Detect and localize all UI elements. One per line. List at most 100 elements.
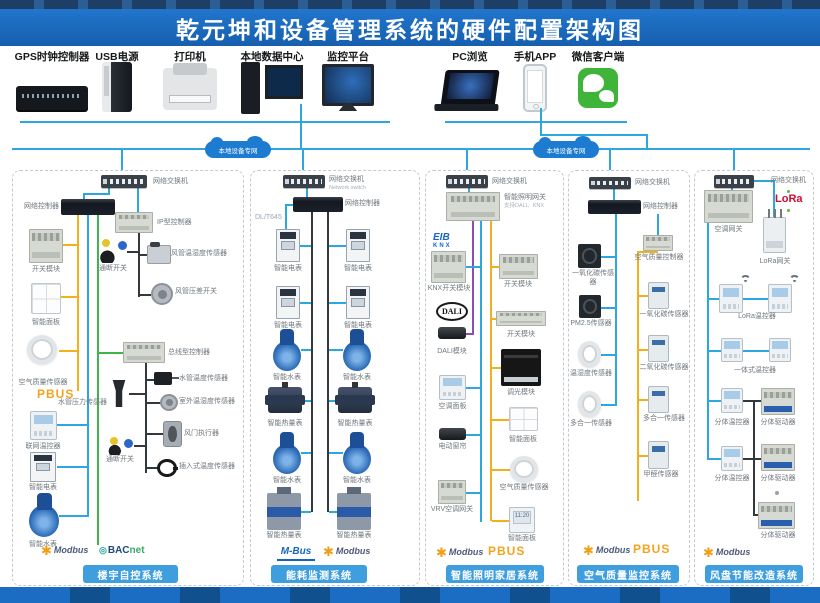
modbus-logo: ✱Modbus (323, 543, 371, 559)
system-button: 能耗监测系统 (271, 565, 367, 583)
connection-line (639, 399, 648, 401)
multi-in-one-sensor (578, 391, 601, 417)
dali-logo: DALI (436, 302, 468, 321)
connection-line (639, 251, 658, 253)
smart-heat-meter-label: 智能热量表 (267, 420, 303, 427)
network-switch (714, 175, 754, 188)
connection-line (140, 254, 149, 256)
duct-temp-humidity-sensor (147, 241, 171, 264)
connection-line (61, 296, 77, 298)
connection-line (301, 452, 311, 454)
all-in-one-thermostat (769, 338, 791, 362)
all-in-one-thermostat (721, 338, 743, 362)
lora-thermostat (768, 284, 792, 313)
connection-line (127, 251, 138, 253)
pbus-label: PBUS (488, 544, 526, 558)
dimming-module-label: 调光模块 (507, 389, 535, 396)
motorized-curtain (439, 428, 466, 440)
formaldehyde-sensor (648, 441, 669, 469)
pipe-pressure-sensor (112, 380, 126, 407)
air-quality-sensor-label: 空气质量传感器 (499, 484, 549, 491)
connection-line (329, 452, 343, 454)
local-network-cloud: 本地设备专网 (533, 136, 599, 158)
connection-line (773, 180, 775, 217)
connection-line (709, 298, 719, 300)
co2-sensor-label: 二氧化碳传感器 (639, 364, 689, 371)
wechat-client-icon (578, 68, 618, 108)
connection-line (492, 266, 499, 268)
co2-sensor (648, 335, 669, 362)
connection-line (601, 256, 615, 258)
ip-controller (115, 212, 153, 233)
connection-line (466, 387, 480, 389)
connection-line (466, 434, 480, 436)
split-driver (758, 502, 795, 529)
usb-power-label: USB电源 (95, 51, 139, 63)
smart-electric-meter-label: 智能电表 (29, 484, 57, 491)
network-line (609, 150, 611, 174)
bus-controller (123, 342, 165, 363)
on-off-switch-label: 通断开关 (106, 456, 134, 463)
smart-electric-meter (346, 286, 370, 319)
ip-controller-label: IP型控制器 (157, 219, 192, 226)
connection-line (300, 245, 311, 247)
network-switch (446, 175, 488, 188)
connection-line (639, 295, 648, 297)
formaldehyde-sensor-label: 甲醛传感器 (643, 471, 679, 478)
connection-line (140, 294, 151, 296)
connection-line (490, 221, 492, 521)
network-line (302, 150, 304, 174)
ac-panel (439, 375, 466, 400)
printer-label: 打印机 (174, 51, 206, 63)
connection-line (639, 455, 648, 457)
split-thermostat-label: 分体温控器 (714, 419, 750, 426)
network-switch-label: 网络交换机 (153, 178, 188, 185)
connection-line (83, 193, 110, 195)
switch-module-label: 开关模块 (32, 266, 60, 273)
air-quality-sensor (510, 456, 538, 482)
switch-module (499, 254, 538, 279)
local-data-center-icon (241, 62, 303, 114)
system-button: 楼宇自控系统 (83, 565, 178, 583)
monitoring-platform-icon (322, 64, 374, 106)
connection-line (147, 402, 161, 404)
connection-line (329, 511, 337, 513)
split-thermostat (721, 388, 743, 413)
network-controller (293, 197, 343, 212)
network-line (121, 150, 123, 174)
switch-module-label: 开关模块 (504, 281, 532, 288)
connection-line (743, 298, 768, 300)
network-line (733, 150, 735, 174)
connection-line (311, 212, 313, 512)
on-off-switch (107, 437, 133, 455)
vrv-ac-gateway-label: VRV空调网关 (430, 506, 474, 513)
modbus-logo: ✱Modbus (583, 542, 631, 558)
networked-thermostat-label: 联网温控器 (25, 443, 61, 450)
connection-line (601, 354, 615, 356)
connection-line (480, 221, 482, 522)
connection-line (743, 400, 761, 402)
on-off-switch-label: 通断开关 (99, 265, 127, 272)
network-controller (588, 200, 641, 214)
network-controller-label: 网络控制器 (345, 200, 380, 207)
connection-line (147, 433, 164, 435)
split-driver (761, 444, 795, 471)
switch-module (496, 311, 546, 326)
connection-line (754, 180, 775, 182)
network-switch (101, 175, 147, 188)
pbus-label: PBUS (37, 387, 75, 401)
usb-power-icon (102, 62, 132, 112)
co-sensor (578, 244, 601, 268)
vrv-ac-gateway (438, 480, 466, 504)
smart-lighting-gateway (446, 192, 500, 221)
connection-line (129, 393, 145, 395)
air-quality-controller-label: 空气质量控制器 (634, 254, 684, 261)
connection-line (77, 215, 79, 391)
connection-line (707, 223, 709, 460)
connection-line (285, 204, 293, 206)
